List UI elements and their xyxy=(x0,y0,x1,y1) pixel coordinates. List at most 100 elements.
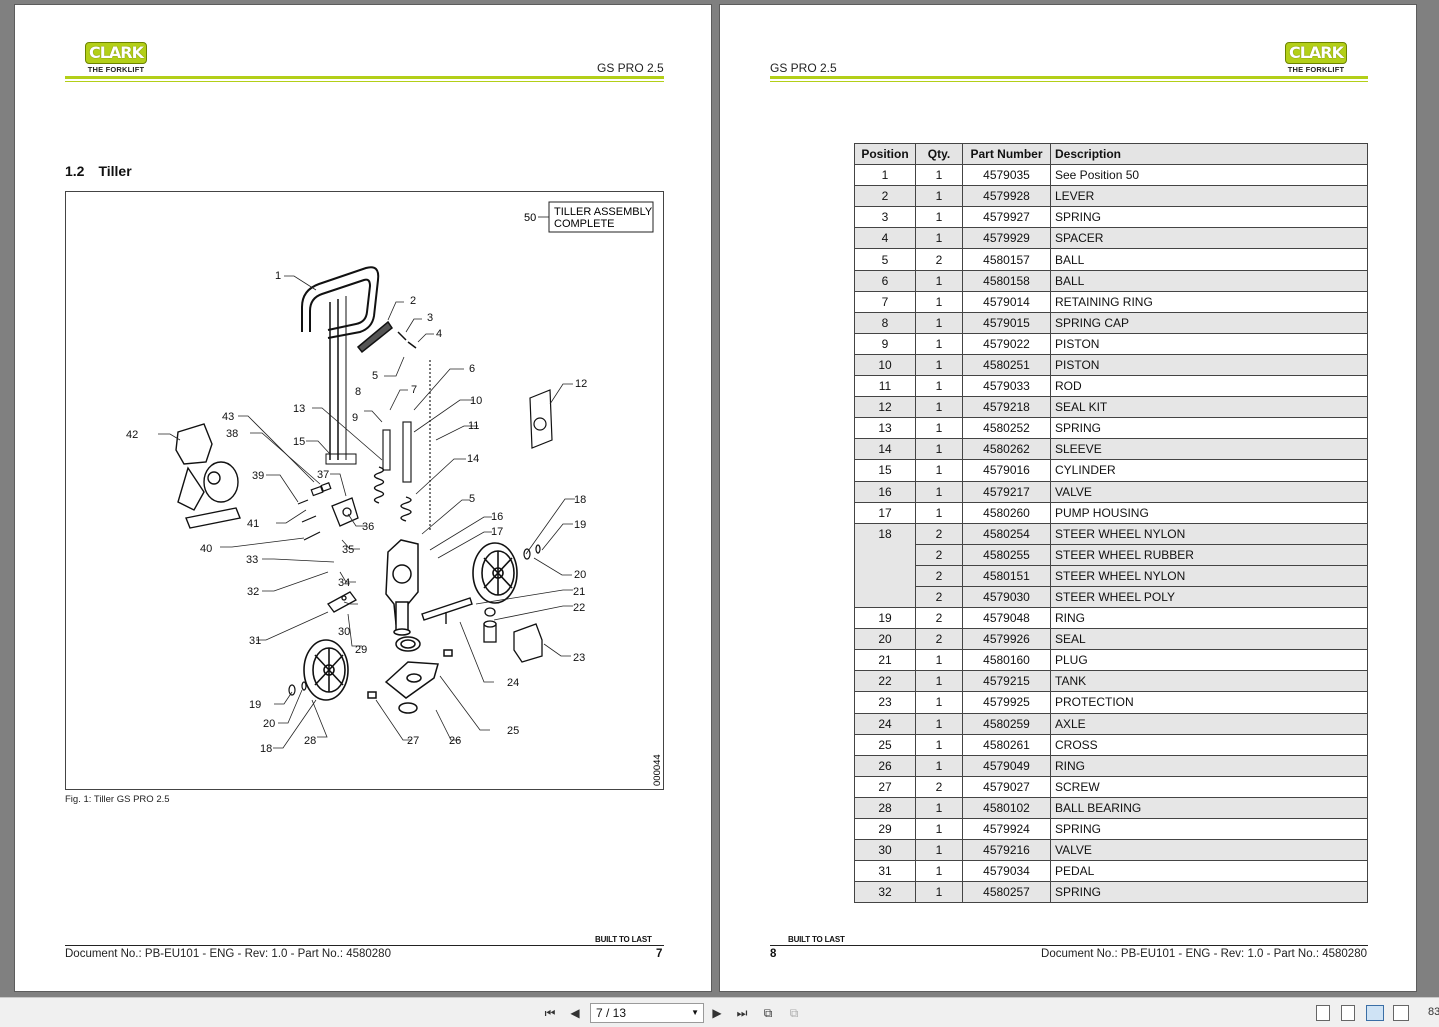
footer-slogan: BUILT TO LAST xyxy=(595,935,652,944)
first-page-button[interactable]: ⏮ xyxy=(544,1006,556,1020)
page-selector[interactable]: 7 / 13 ▼ xyxy=(590,1003,704,1023)
cell-description: TANK xyxy=(1050,670,1368,693)
cell-description: VALVE xyxy=(1050,839,1368,862)
two-page-continuous-view-icon[interactable] xyxy=(1393,1005,1409,1021)
cell-description: PEDAL xyxy=(1050,860,1368,883)
logo-tagline: THE FORKLIFT xyxy=(1287,65,1345,74)
cell-description: PISTON xyxy=(1050,332,1368,355)
zoom-level[interactable]: 83 xyxy=(1428,1006,1439,1018)
cell-position: 9 xyxy=(854,332,916,355)
leader-lines xyxy=(158,275,575,749)
cell-qty: 1 xyxy=(915,733,963,756)
rotate-view-icon[interactable]: ⧉ xyxy=(763,1006,773,1020)
cell-part-number: 4580257 xyxy=(962,881,1051,904)
continuous-view-icon[interactable] xyxy=(1341,1005,1355,1021)
svg-text:12: 12 xyxy=(575,378,587,390)
page-indicator: 7 / 13 xyxy=(596,1006,627,1020)
logo-tagline: THE FORKLIFT xyxy=(87,65,145,74)
cell-qty: 2 xyxy=(915,564,963,587)
cell-qty: 2 xyxy=(915,628,963,651)
cell-qty: 1 xyxy=(915,691,963,714)
logo-brand: CLARK xyxy=(1285,42,1347,64)
cell-position: 8 xyxy=(854,311,916,334)
cell-part-number: 4579049 xyxy=(962,754,1051,777)
cell-qty: 1 xyxy=(915,817,963,841)
svg-text:41: 41 xyxy=(247,518,259,530)
cell-qty: 1 xyxy=(915,269,963,292)
bracket-part xyxy=(331,497,359,527)
cell-description: SEAL KIT xyxy=(1050,396,1368,419)
previous-page-button[interactable]: ◀ xyxy=(570,1006,580,1020)
cell-description: ROD xyxy=(1050,375,1368,398)
cell-position: 25 xyxy=(854,733,916,756)
svg-text:20: 20 xyxy=(574,569,586,581)
drawing-id: 000044 xyxy=(652,754,663,786)
cell-description: LEVER xyxy=(1050,185,1368,208)
cell-description: SPRING xyxy=(1050,206,1368,229)
cell-position: 2 xyxy=(854,185,916,208)
cell-description: VALVE xyxy=(1050,480,1368,503)
cell-part-number: 4579218 xyxy=(962,396,1051,419)
cell-qty: 1 xyxy=(915,375,963,398)
cell-part-number: 4579030 xyxy=(962,585,1051,609)
two-page-view-icon[interactable] xyxy=(1366,1005,1384,1021)
table-header-row: Position Qty. Part Number Description xyxy=(854,142,1368,166)
callout-line1: TILLER ASSEMBLY xyxy=(554,206,653,218)
cell-qty: 1 xyxy=(915,290,963,313)
cell-qty: 2 xyxy=(915,522,963,545)
cell-position: 32 xyxy=(854,881,916,904)
svg-text:18: 18 xyxy=(574,494,586,506)
svg-text:16: 16 xyxy=(491,511,503,523)
single-page-view-icon[interactable] xyxy=(1316,1005,1330,1021)
page-number: 7 xyxy=(656,948,663,960)
cell-description: CYLINDER xyxy=(1050,459,1368,482)
svg-text:29: 29 xyxy=(355,644,367,656)
copy-page-icon[interactable]: ⧉ xyxy=(789,1006,799,1020)
cell-position: 22 xyxy=(854,670,916,693)
svg-text:33: 33 xyxy=(246,554,258,566)
svg-text:3: 3 xyxy=(427,312,433,324)
cell-qty: 1 xyxy=(915,501,963,524)
svg-text:18: 18 xyxy=(260,743,272,755)
last-page-button[interactable]: ⏭ xyxy=(736,1006,748,1020)
cell-qty: 1 xyxy=(915,311,963,334)
cell-qty: 1 xyxy=(915,712,963,735)
cell-position: 14 xyxy=(854,438,916,461)
cell-position: 12 xyxy=(854,396,916,419)
clark-logo: CLARK THE FORKLIFT xyxy=(85,42,147,76)
cell-qty: 1 xyxy=(915,396,963,419)
svg-text:5: 5 xyxy=(469,493,475,505)
cell-description: SEAL xyxy=(1050,628,1368,651)
cell-part-number: 4580252 xyxy=(962,417,1051,440)
svg-text:26: 26 xyxy=(449,735,461,747)
cell-description: RING xyxy=(1050,754,1368,777)
cell-description: RING xyxy=(1050,607,1368,630)
cell-position: 5 xyxy=(854,248,916,271)
svg-text:30: 30 xyxy=(338,626,350,638)
axle-part xyxy=(421,597,473,624)
section-number: 1.2 xyxy=(65,163,85,179)
cell-position: 7 xyxy=(854,290,916,313)
page-8: CLARK THE FORKLIFT GS PRO 2.5 Position Q… xyxy=(719,4,1417,992)
next-page-button[interactable]: ▶ xyxy=(712,1006,722,1020)
cell-description: PUMP HOUSING xyxy=(1050,501,1368,524)
cell-part-number: 4579015 xyxy=(962,311,1051,334)
figure-caption: Fig. 1: Tiller GS PRO 2.5 xyxy=(65,794,170,805)
callout-line2: COMPLETE xyxy=(554,218,615,230)
pins-fasteners xyxy=(297,482,332,541)
cell-description: BALL xyxy=(1050,248,1368,271)
cell-position: 1 xyxy=(854,164,916,187)
